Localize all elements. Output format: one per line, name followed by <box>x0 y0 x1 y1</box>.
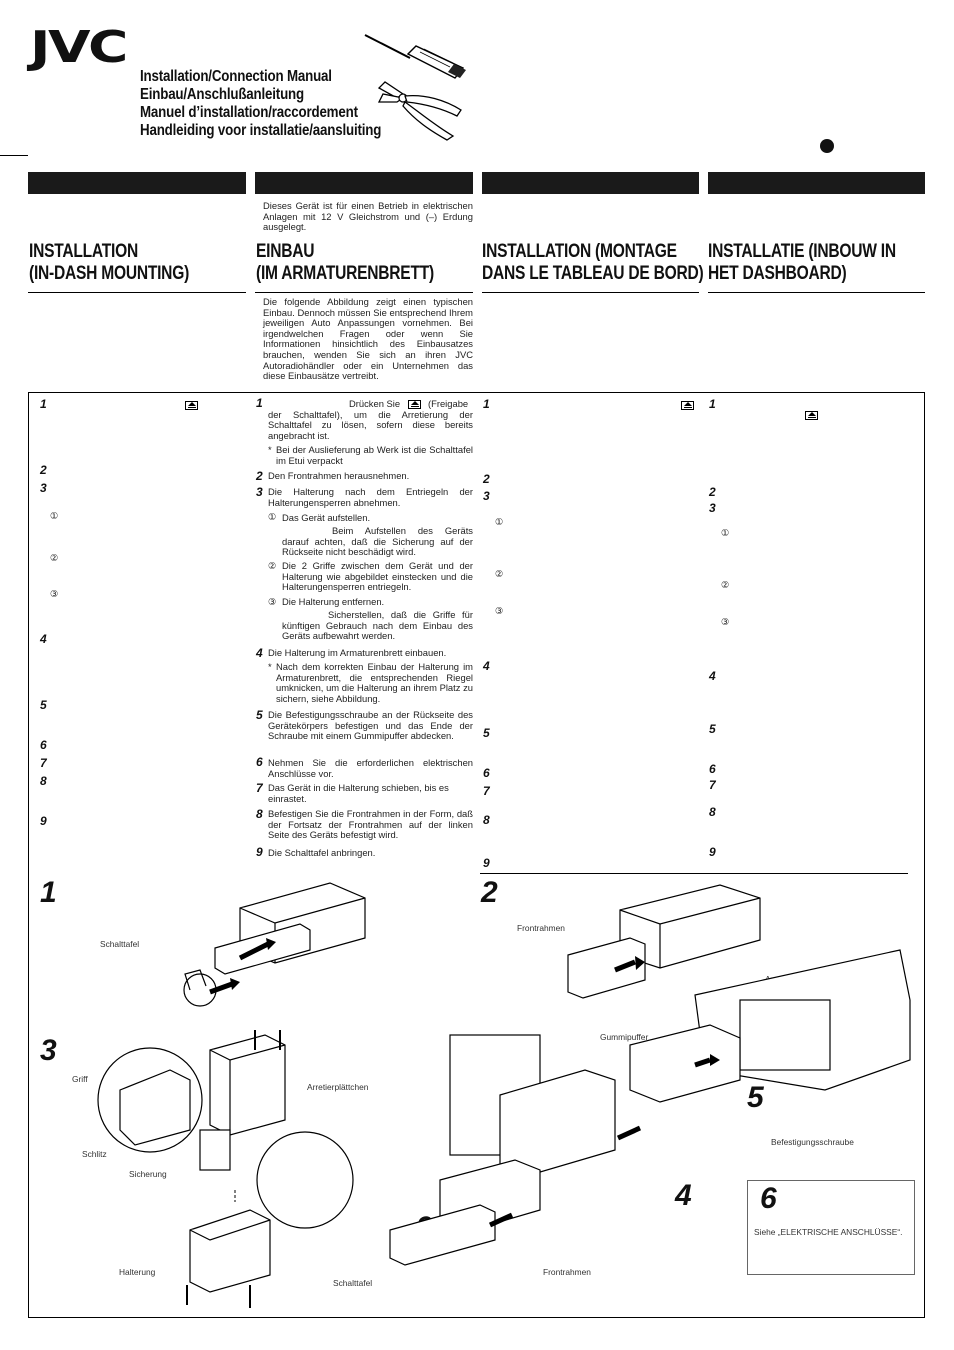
language-marker-dot <box>820 139 834 153</box>
label-schalttafel: Schalttafel <box>100 939 140 949</box>
title-nl: Handleiding voor installatie/aansluiting <box>140 122 382 139</box>
figure-number-6: 6 <box>760 1182 777 1215</box>
instructions-frame <box>28 392 925 1318</box>
label-schalttafel-bottom: Schalttafel <box>333 1278 373 1288</box>
panel-release-icon <box>408 400 421 409</box>
column-bar-fr <box>482 172 699 194</box>
column-bar-de <box>255 172 473 194</box>
heading-en: INSTALLATION(IN-DASH MOUNTING) <box>29 241 190 284</box>
jvc-logo: JVC <box>30 22 128 73</box>
manual-titles: Installation/Connection Manual Einbau/An… <box>140 68 381 140</box>
panel-release-icon <box>805 411 818 420</box>
detach-panel-illustration <box>183 882 366 1007</box>
figure-number-4b: 4 <box>675 1179 692 1212</box>
label-siehe-anschluesse: Siehe „ELEKTRISCHE ANSCHLÜSSE“. <box>754 1227 903 1237</box>
heading-de: EINBAU(IM ARMATURENBRETT) <box>256 241 434 284</box>
heading-rule-fr <box>482 292 699 293</box>
label-griff: Griff <box>72 1074 88 1084</box>
figure-divider <box>480 873 908 874</box>
pliers-icon <box>377 81 462 141</box>
margin-rule <box>0 155 28 156</box>
intro-text-de: Dieses Gerät ist für einen Betrieb in el… <box>263 200 473 233</box>
title-fr: Manuel d’installation/raccordement <box>140 104 358 121</box>
heading-rule-en <box>28 292 246 293</box>
label-befestigungsschraube: Befestigungsschraube <box>771 1137 854 1147</box>
heading-rule-de <box>255 292 473 293</box>
panel-release-icon <box>681 401 694 410</box>
connections-note-box <box>747 1180 915 1275</box>
dashboard-install-illustration <box>389 884 911 1266</box>
figure-number-3: 3 <box>40 1034 57 1067</box>
figure-number-1: 1 <box>40 876 57 909</box>
figure-number-2: 2 <box>481 876 498 909</box>
column-bar-nl <box>708 172 925 194</box>
label-gummipuffer: Gummipuffer <box>600 1032 649 1042</box>
remove-sleeve-illustration <box>97 1030 354 1308</box>
label-sicherung: Sicherung <box>129 1169 167 1179</box>
heading-rule-nl <box>708 292 925 293</box>
title-en: Installation/Connection Manual <box>140 68 332 85</box>
description-de: Die folgende Abbildung zeigt einen typis… <box>263 296 473 382</box>
title-de: Einbau/Anschlußanleitung <box>140 86 304 103</box>
label-schlitz: Schlitz <box>82 1149 107 1159</box>
label-frontrahmen-top: Frontrahmen <box>517 923 565 933</box>
screwdriver-icon <box>364 34 466 79</box>
panel-release-icon <box>185 401 198 410</box>
figure-number-5: 5 <box>747 1081 764 1114</box>
label-arretierplaettchen: Arretierplättchen <box>307 1082 369 1092</box>
column-bar-en <box>28 172 246 194</box>
label-halterung-left: Halterung <box>119 1267 156 1277</box>
label-frontrahmen-bottom: Frontrahmen <box>543 1267 591 1277</box>
